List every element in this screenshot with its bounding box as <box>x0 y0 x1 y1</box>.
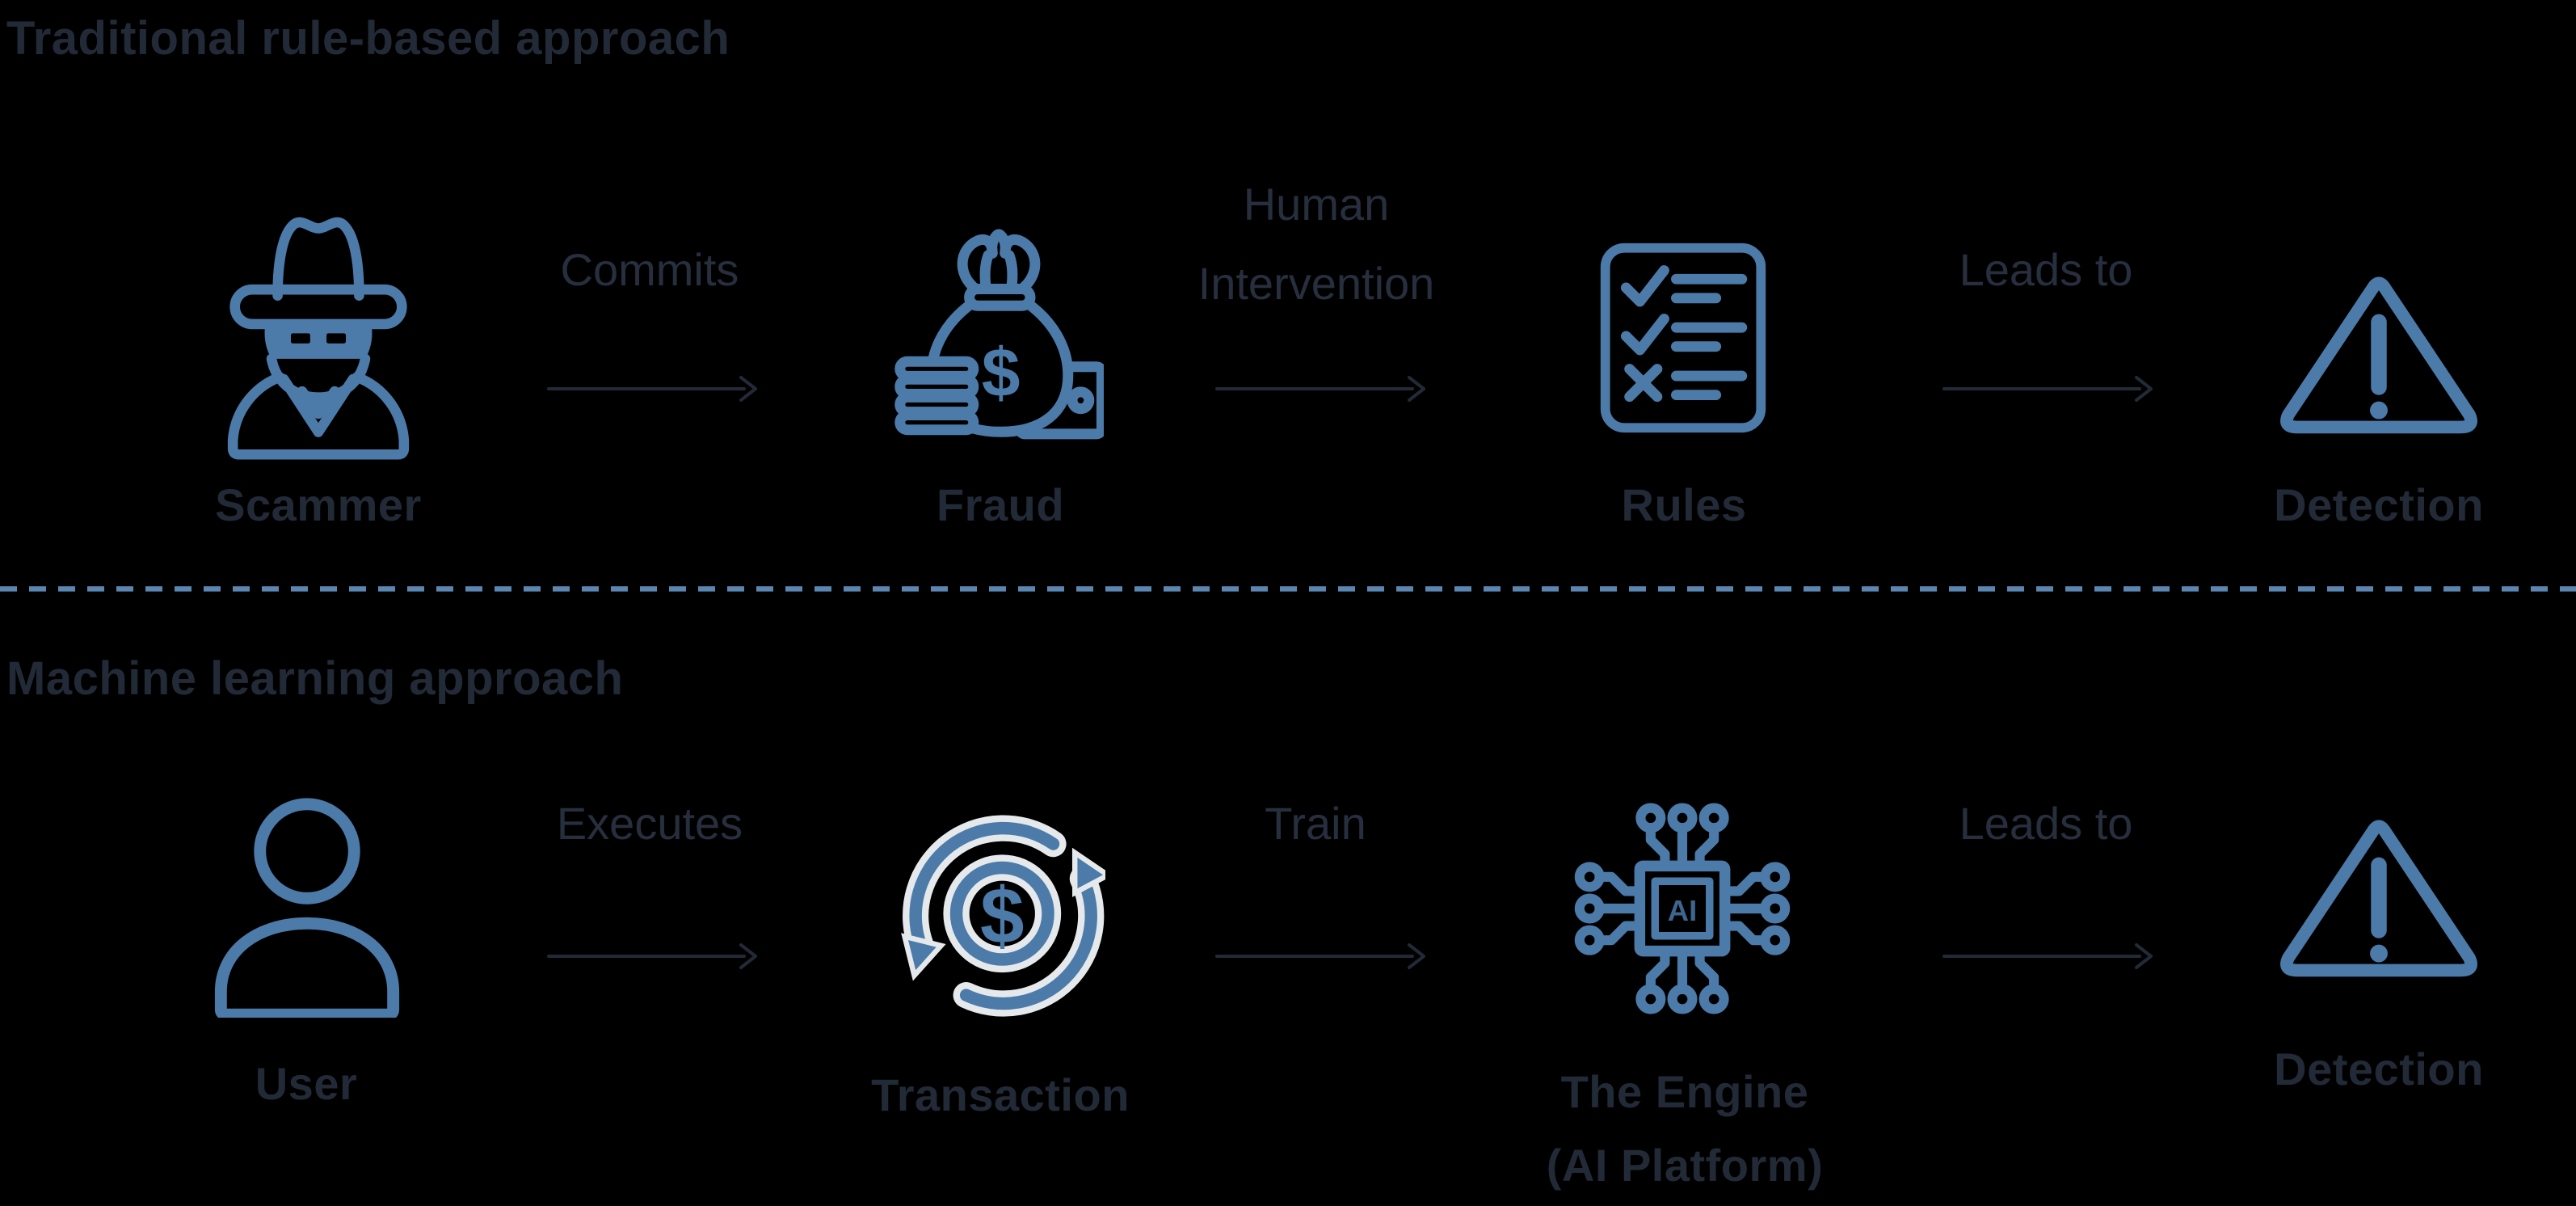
connector-label-train: Train <box>1265 798 1366 849</box>
connector-label-human-intervention: Human Intervention <box>1198 179 1435 309</box>
node-label-scammer: Scammer <box>215 479 422 530</box>
ai-chip-label: AI <box>1668 894 1697 927</box>
transaction-cycle-icon: $ <box>897 815 1105 1025</box>
checklist-icon <box>1597 241 1770 435</box>
arrow-train <box>1215 938 1425 974</box>
ai-chip-icon: AI <box>1573 801 1791 1016</box>
user-icon <box>207 797 407 1018</box>
arrow-human-intervention <box>1215 371 1425 407</box>
node-label-engine: The Engine (AI Platform) <box>1507 1065 1863 1191</box>
node-label-user: User <box>255 1058 358 1109</box>
node-label-transaction: Transaction <box>871 1069 1130 1120</box>
arrow-leads-to-bottom <box>1943 938 2153 974</box>
connector-label-commits: Commits <box>560 244 739 295</box>
section-title-ml: Machine learning approach <box>6 652 624 705</box>
node-label-fraud: Fraud <box>936 479 1065 530</box>
arrow-executes <box>547 938 757 974</box>
connector-label-leads-to-bottom: Leads to <box>1959 798 2133 849</box>
warning-triangle-icon <box>2274 815 2484 983</box>
svg-text:$: $ <box>982 334 1021 411</box>
connector-label-executes: Executes <box>556 798 743 849</box>
svg-text:$: $ <box>980 871 1025 959</box>
arrow-commits <box>547 371 757 407</box>
node-label-rules: Rules <box>1621 479 1747 530</box>
section-title-traditional: Traditional rule-based approach <box>6 12 730 65</box>
node-label-detection-top: Detection <box>2274 479 2484 530</box>
dashed-divider <box>0 584 2576 594</box>
connector-label-leads-to-top: Leads to <box>1959 244 2133 295</box>
spy-icon <box>217 188 420 465</box>
arrow-leads-to-top <box>1943 371 2153 407</box>
node-label-detection-bottom: Detection <box>2274 1044 2484 1094</box>
engine-label-line1: The Engine <box>1560 1066 1809 1117</box>
warning-triangle-icon <box>2274 272 2484 440</box>
money-bag-icon: $ <box>894 228 1104 445</box>
engine-label-line2: (AI Platform) <box>1546 1140 1824 1191</box>
